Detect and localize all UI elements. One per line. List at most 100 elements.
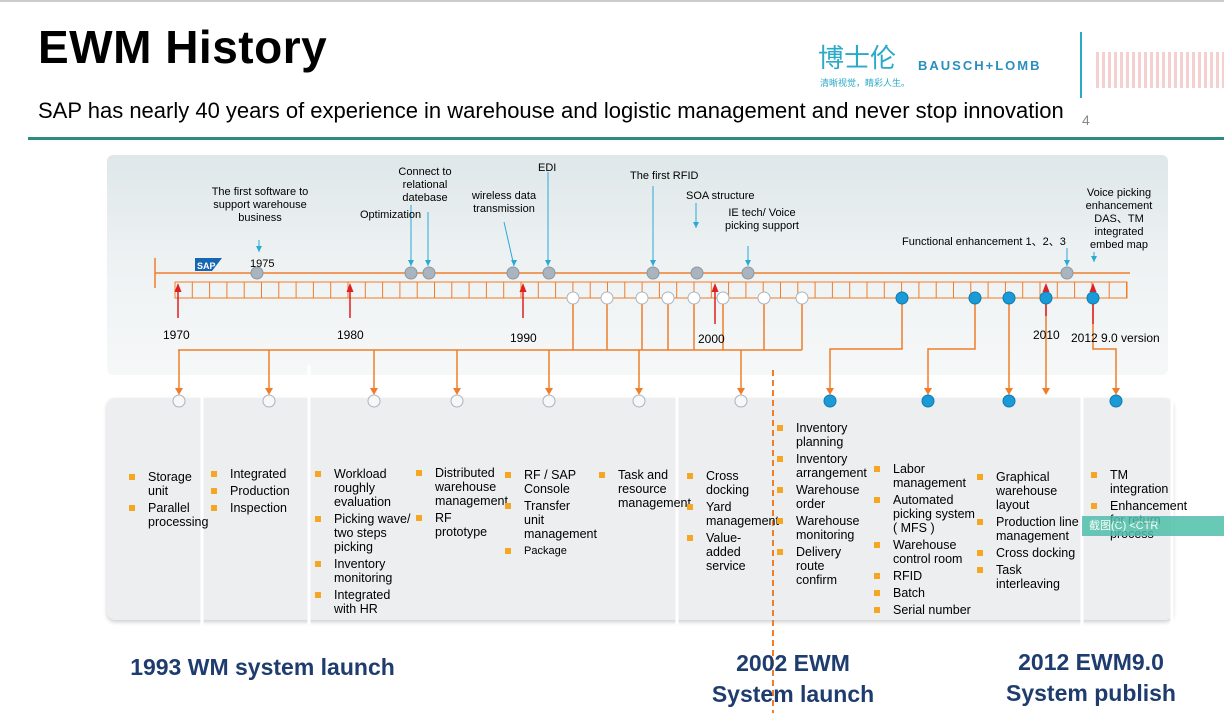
- year-1990: 1990: [510, 331, 537, 345]
- connectors: [175, 298, 1120, 395]
- label-1975: 1975: [250, 258, 275, 270]
- ruler-dot: [716, 291, 730, 305]
- timeline-dot: [422, 266, 436, 280]
- feature-item: Warehouse monitoring: [774, 514, 862, 542]
- feature-item: Cross docking: [974, 546, 1079, 560]
- timeline-dot: [506, 266, 520, 280]
- ruler-dot: [687, 291, 701, 305]
- feature-dot-blue: [921, 394, 935, 408]
- feature-dot-blue: [1109, 394, 1123, 408]
- timeline-dot: [542, 266, 556, 280]
- feature-item: RFID: [871, 569, 981, 583]
- event-first-software: The first software to support warehouse …: [211, 186, 309, 224]
- event-first-rfid: The first RFID: [630, 170, 699, 182]
- feature-item: Warehouse order: [774, 483, 862, 511]
- feature-item: Parallel processing: [126, 501, 208, 529]
- event-connect-db: Connect to relational datebase: [398, 166, 452, 204]
- timeline-dots: [172, 266, 1123, 408]
- sap-logo-text: SAP: [197, 261, 216, 271]
- drop-arrow: [545, 388, 553, 395]
- drop-arrow: [265, 388, 273, 395]
- feature-item: Automated picking system ( MFS ): [871, 493, 981, 535]
- year-arrows: [174, 283, 1097, 324]
- logo-divider: [1080, 32, 1082, 98]
- feature-item: Task interleaving: [974, 563, 1079, 591]
- year-arrow-head: [174, 283, 182, 292]
- callout-lines: [256, 172, 1097, 267]
- top-border: [0, 0, 1224, 2]
- feature-item: RF prototype: [413, 511, 505, 539]
- event-soa: SOA structure: [686, 190, 755, 202]
- callout-arrow: [408, 260, 414, 266]
- drop-arrow: [175, 388, 183, 395]
- timeline-dot: [1060, 266, 1074, 280]
- drop-arrow: [1112, 388, 1120, 395]
- page-subtitle: SAP has nearly 40 years of experience in…: [38, 98, 1064, 123]
- feature-item: Storage unit: [126, 470, 206, 498]
- callout-arrow: [256, 246, 262, 252]
- feature-item: Inspection: [208, 501, 303, 515]
- feature-dot-blue: [1002, 394, 1016, 408]
- connector-path: [927, 298, 976, 392]
- year-arrow-head: [1089, 283, 1097, 292]
- callout-arrow: [745, 260, 751, 266]
- screenshot-tooltip[interactable]: 截图(C) <CTR: [1082, 516, 1224, 536]
- callout-arrow: [511, 260, 517, 266]
- sap-logo-icon: [195, 258, 222, 271]
- feature-item: Serial number: [871, 603, 981, 617]
- year-2000: 2000: [698, 332, 725, 346]
- feature-item: Warehouse control room: [871, 538, 981, 566]
- feature-dot: [262, 394, 276, 408]
- feature-item: Batch: [871, 586, 981, 600]
- version-label: 2012 9.0 version: [1071, 331, 1160, 345]
- feature-item: Inventory planning: [774, 421, 862, 449]
- brand-logo: BAUSCH+LOMB: [918, 58, 1042, 73]
- features-panel: [107, 398, 1173, 620]
- title-rule: [28, 137, 1224, 140]
- feature-item: Workload roughly evaluation: [312, 467, 412, 509]
- connector-path: [1092, 298, 1117, 392]
- callout-arrow: [545, 260, 551, 266]
- feature-item: Picking wave/ two steps picking: [312, 512, 412, 554]
- milestone-dot: [1002, 291, 1016, 305]
- callout-line: [503, 221, 515, 267]
- milestone-1993: 1993 WM system launch: [130, 654, 395, 680]
- blurred-logo: [1096, 52, 1224, 88]
- drop-arrow: [737, 388, 745, 395]
- brand-tagline: 清晰视觉，睛彩人生。: [820, 78, 911, 88]
- ruler-dot: [566, 291, 580, 305]
- feature-dot: [632, 394, 646, 408]
- event-optimization: Optimization: [360, 209, 422, 221]
- timeline-dot: [690, 266, 704, 280]
- feature-column: Task and resource management: [596, 468, 691, 513]
- year-arrow-head: [346, 283, 354, 292]
- year-arrow-head: [519, 283, 527, 292]
- drop-arrow: [1005, 388, 1013, 395]
- feature-item: RF / SAP Console: [502, 468, 586, 496]
- feature-item: Package: [502, 544, 586, 558]
- feature-dot-blue: [823, 394, 837, 408]
- callout-arrow: [693, 222, 699, 228]
- timeline-ruler: [174, 281, 1128, 299]
- feature-item: Delivery route confirm: [774, 545, 862, 587]
- feature-item: Integrated with HR: [312, 588, 412, 616]
- feature-dot: [367, 394, 381, 408]
- feature-item: Inventory monitoring: [312, 557, 412, 585]
- milestone-dot: [1039, 291, 1053, 305]
- event-voice: Voice picking enhancement DAS、TM integra…: [1085, 187, 1153, 251]
- drop-arrow: [635, 388, 643, 395]
- feature-item: Cross docking: [684, 469, 764, 497]
- callout-arrow: [650, 260, 656, 266]
- callout-arrow: [1091, 256, 1097, 262]
- year-1970: 1970: [163, 328, 190, 342]
- feature-dot: [734, 394, 748, 408]
- timeline-dot: [741, 266, 755, 280]
- ruler-dot: [635, 291, 649, 305]
